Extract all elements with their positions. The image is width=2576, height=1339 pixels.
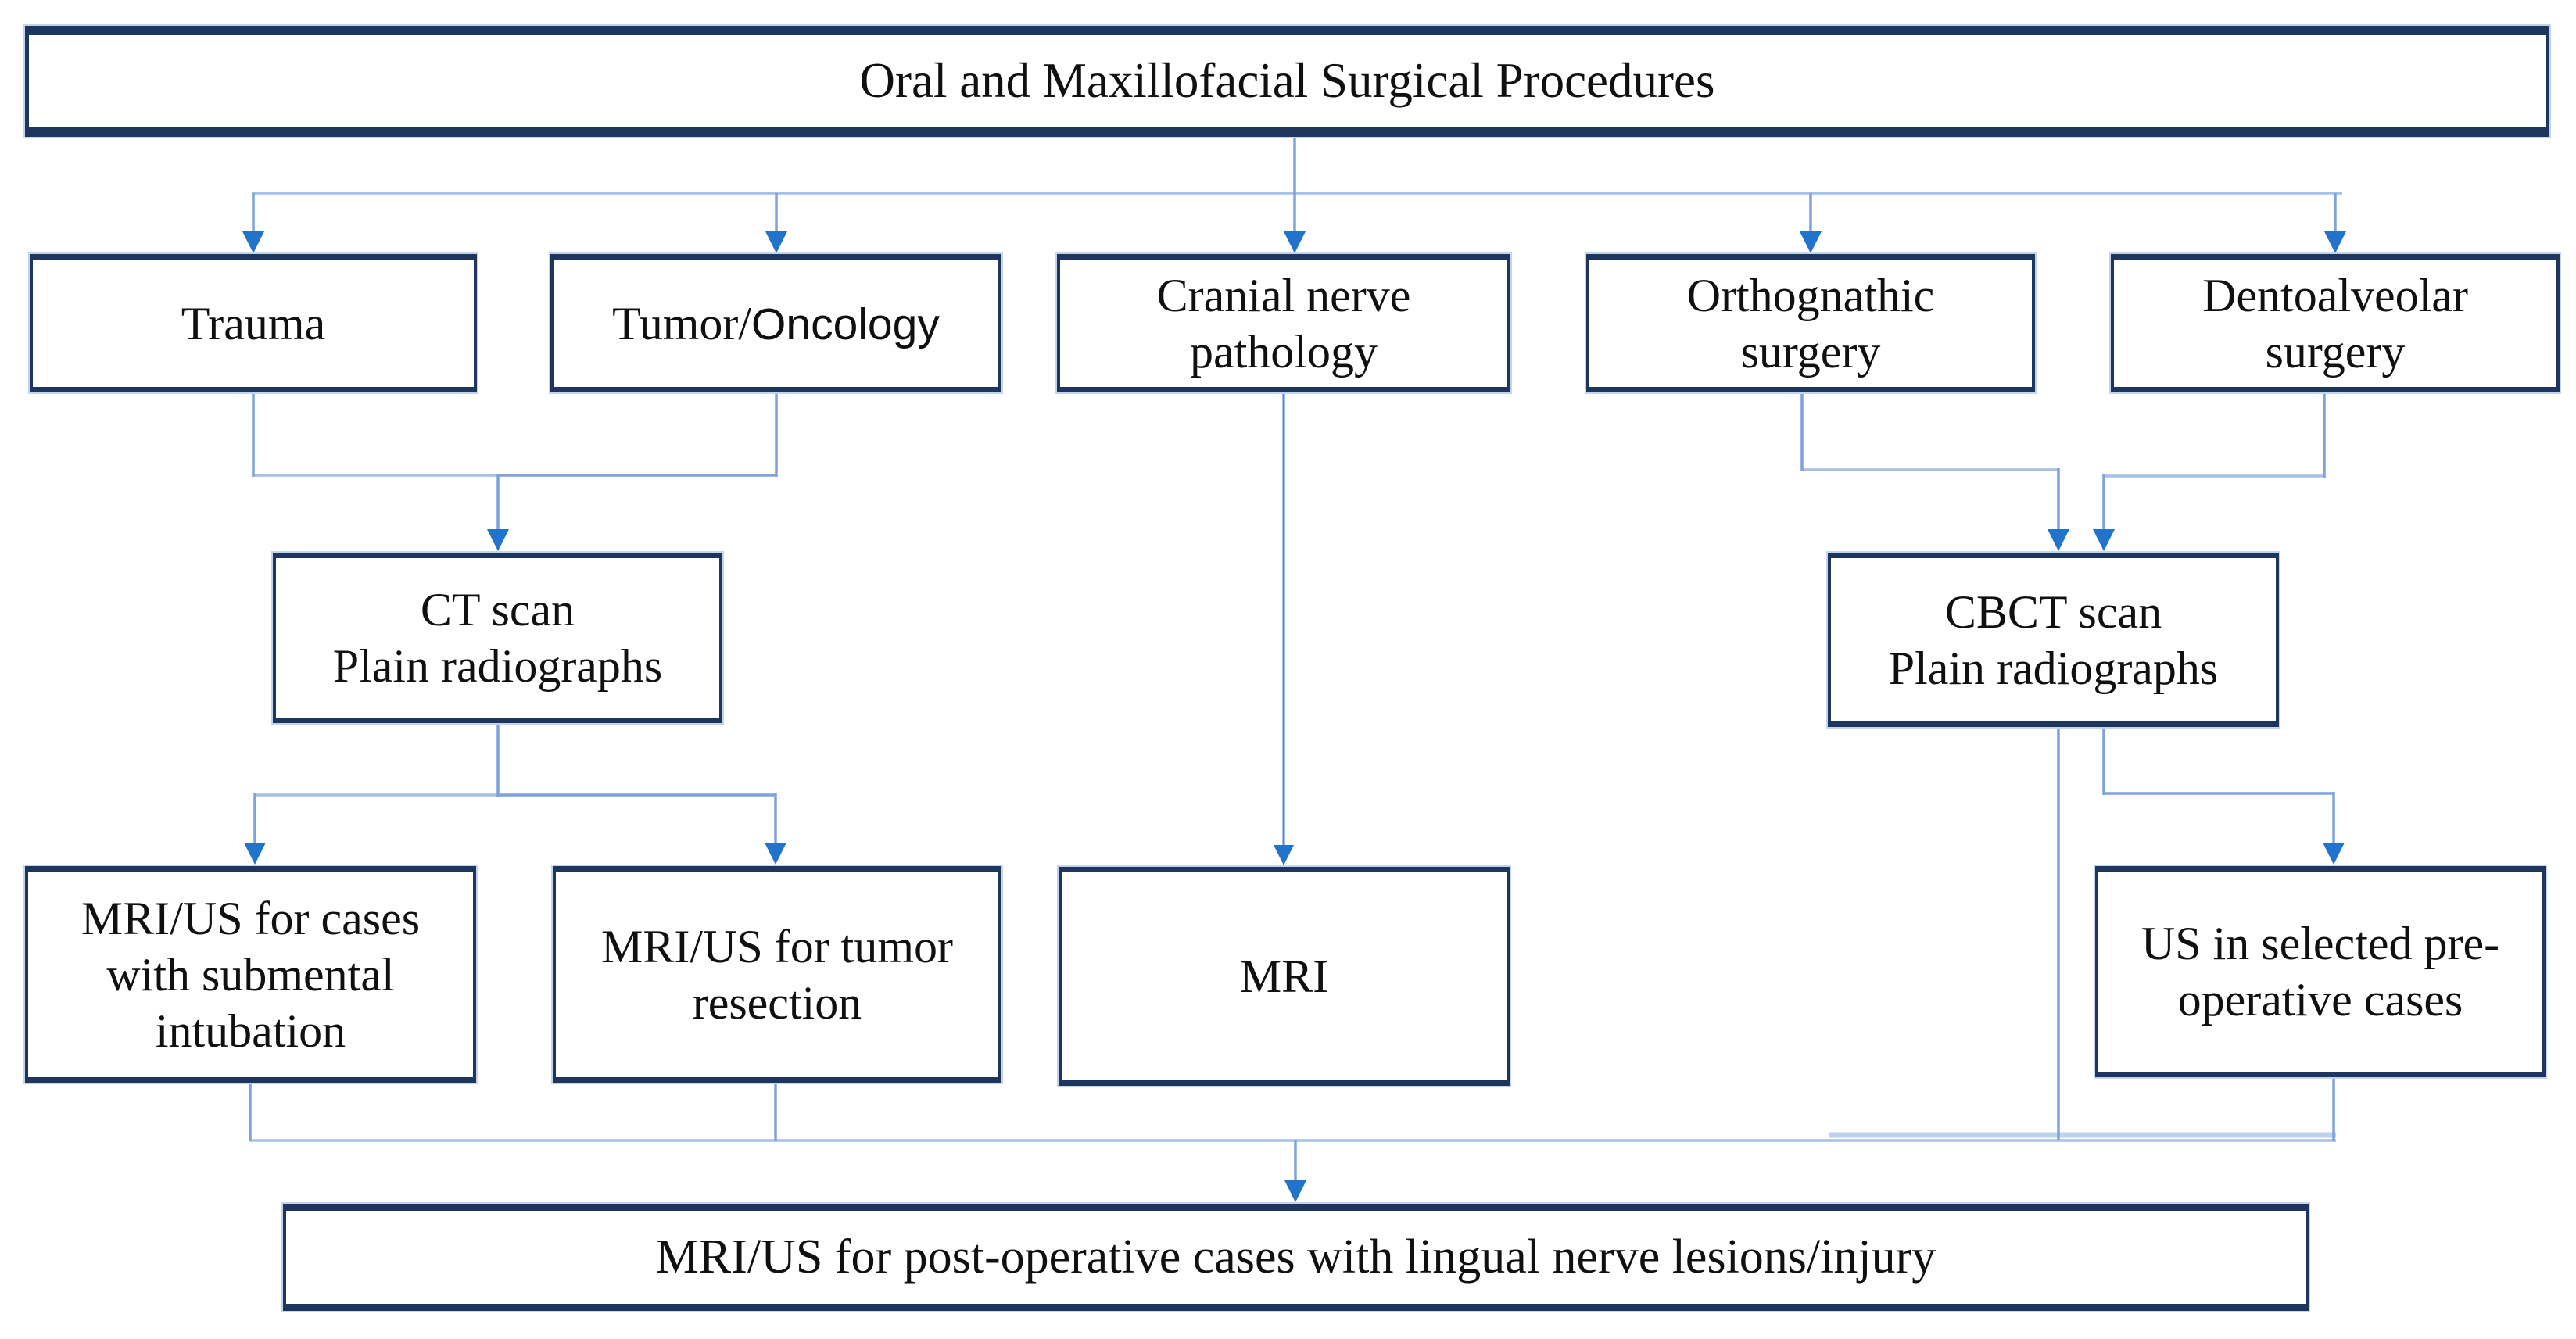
node-mri-us-submental: MRI/US for cases with submental intubati…: [25, 866, 476, 1083]
arrow-down-icon: [2323, 843, 2345, 865]
node-mri-label: MRI: [1239, 951, 1329, 1002]
arrow-down-icon: [2048, 529, 2069, 551]
arrow-down-icon: [765, 843, 786, 865]
arrowheads: [242, 231, 2346, 1202]
node-us-preop-label: US in selected pre- operative cases: [2141, 918, 2500, 1026]
node-mri-us-tumor-resection: MRI/US for tumor resection: [553, 866, 1001, 1083]
node-tumor-oncology: Tumor/Oncology: [550, 254, 1001, 392]
node-dentoalveolar-surgery: Dentoalveolar surgery: [2111, 254, 2560, 392]
arrow-down-icon: [1800, 231, 1822, 253]
arrow-down-icon: [765, 231, 787, 253]
arrow-down-icon: [2324, 231, 2346, 253]
tumor-label-sans-part: Oncology: [751, 299, 940, 349]
node-orthognathic-surgery: Orthognathic surgery: [1586, 254, 2035, 392]
arrow-down-icon: [1284, 231, 1306, 253]
arrow-down-icon: [244, 843, 266, 865]
arrow-down-icon: [2093, 529, 2115, 551]
node-ct-scan: CT scan Plain radiographs: [273, 553, 722, 723]
arrow-down-icon: [1284, 1180, 1306, 1202]
node-us-preoperative: US in selected pre- operative cases: [2095, 866, 2546, 1077]
node-dentoalveolar-label: Dentoalveolar surgery: [2202, 269, 2468, 378]
arrow-down-icon: [242, 231, 264, 253]
arrow-down-icon: [487, 529, 509, 551]
node-postoperative: MRI/US for post-operative cases with lin…: [283, 1204, 2309, 1311]
node-trauma-label: Trauma: [181, 297, 326, 349]
node-cranial-label: Cranial nerve pathology: [1156, 269, 1411, 378]
node-tumor-oncology-label: Tumor/Oncology: [612, 295, 940, 352]
connector-horizontals: [252, 192, 2342, 797]
node-orthognathic-label: Orthognathic surgery: [1686, 269, 1935, 378]
tumor-label-serif-part: Tumor/: [612, 297, 752, 349]
node-ct-label: CT scan Plain radiographs: [332, 584, 663, 692]
node-trauma: Trauma: [30, 254, 477, 392]
node-mri: MRI: [1059, 867, 1510, 1086]
connector-verticals: [249, 132, 2337, 1183]
node-postop-label: MRI/US for post-operative cases with lin…: [655, 1230, 1936, 1284]
node-mri-us-submental-label: MRI/US for cases with submental intubati…: [81, 892, 421, 1057]
node-title: Oral and Maxillofacial Surgical Procedur…: [25, 26, 2549, 137]
node-title-label: Oral and Maxillofacial Surgical Procedur…: [859, 53, 1715, 109]
arrow-down-icon: [1274, 845, 1294, 865]
node-mri-us-tumor-label: MRI/US for tumor resection: [601, 920, 953, 1029]
connector-bottom-merge: [250, 1132, 2336, 1142]
node-cbct-scan: CBCT scan Plain radiographs: [1828, 553, 2279, 727]
node-cbct-label: CBCT scan Plain radiographs: [1888, 585, 2219, 694]
node-cranial-nerve-pathology: Cranial nerve pathology: [1057, 254, 1510, 392]
